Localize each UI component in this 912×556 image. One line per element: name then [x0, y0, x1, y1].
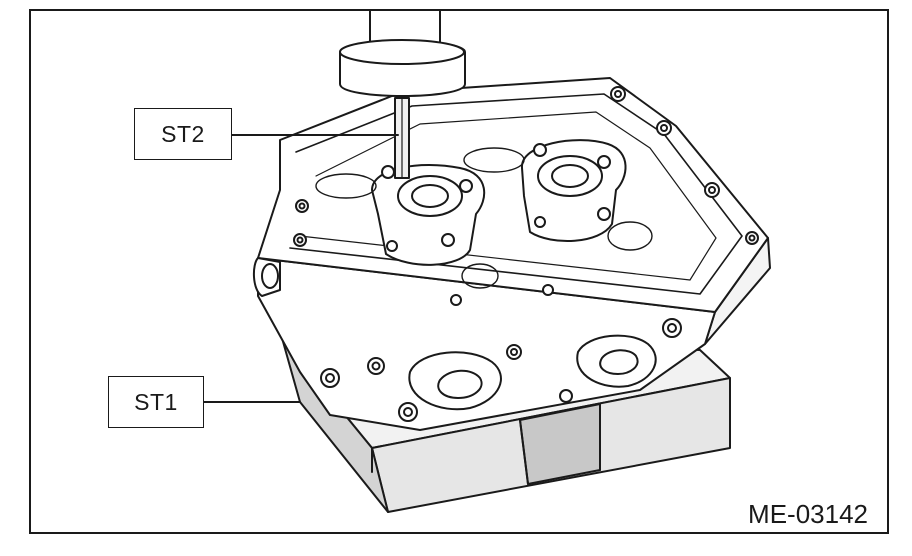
st2-label-box: ST2	[134, 108, 232, 160]
st1-label: ST1	[134, 388, 178, 415]
st2-label: ST2	[161, 120, 205, 147]
cylinder-head	[252, 77, 771, 431]
st1-label-box: ST1	[108, 376, 204, 428]
st2-press-tool	[339, 9, 466, 179]
figure-reference-code: ME-03142	[748, 499, 868, 529]
